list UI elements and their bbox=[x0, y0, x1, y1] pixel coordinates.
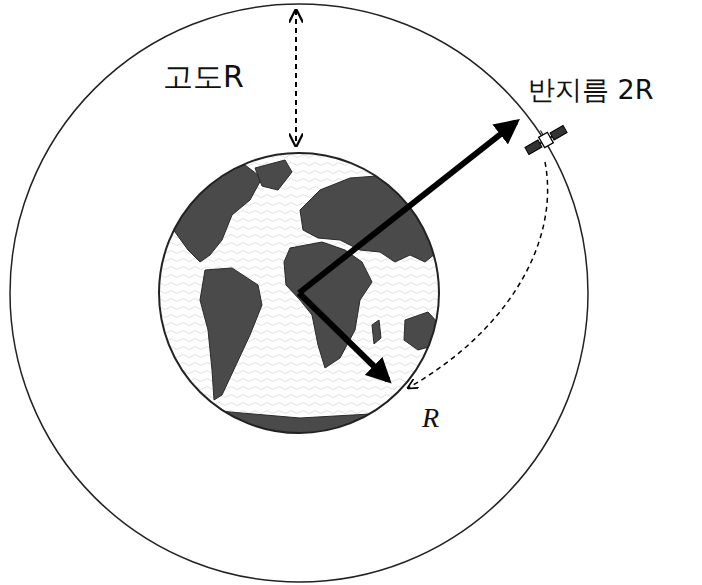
orbit-radius-label: 반지름 2R bbox=[528, 76, 654, 103]
earth-globe bbox=[159, 153, 440, 440]
altitude-arrow bbox=[295, 10, 297, 146]
orbit-circle bbox=[10, 4, 588, 582]
earth-radius-label: R bbox=[422, 404, 439, 432]
descent-path-arrow bbox=[408, 162, 548, 388]
altitude-label: 고도R bbox=[163, 62, 244, 92]
satellite-icon bbox=[521, 119, 568, 156]
earth-radius-arrow bbox=[299, 293, 388, 380]
orbit-radius-arrow bbox=[299, 122, 516, 293]
